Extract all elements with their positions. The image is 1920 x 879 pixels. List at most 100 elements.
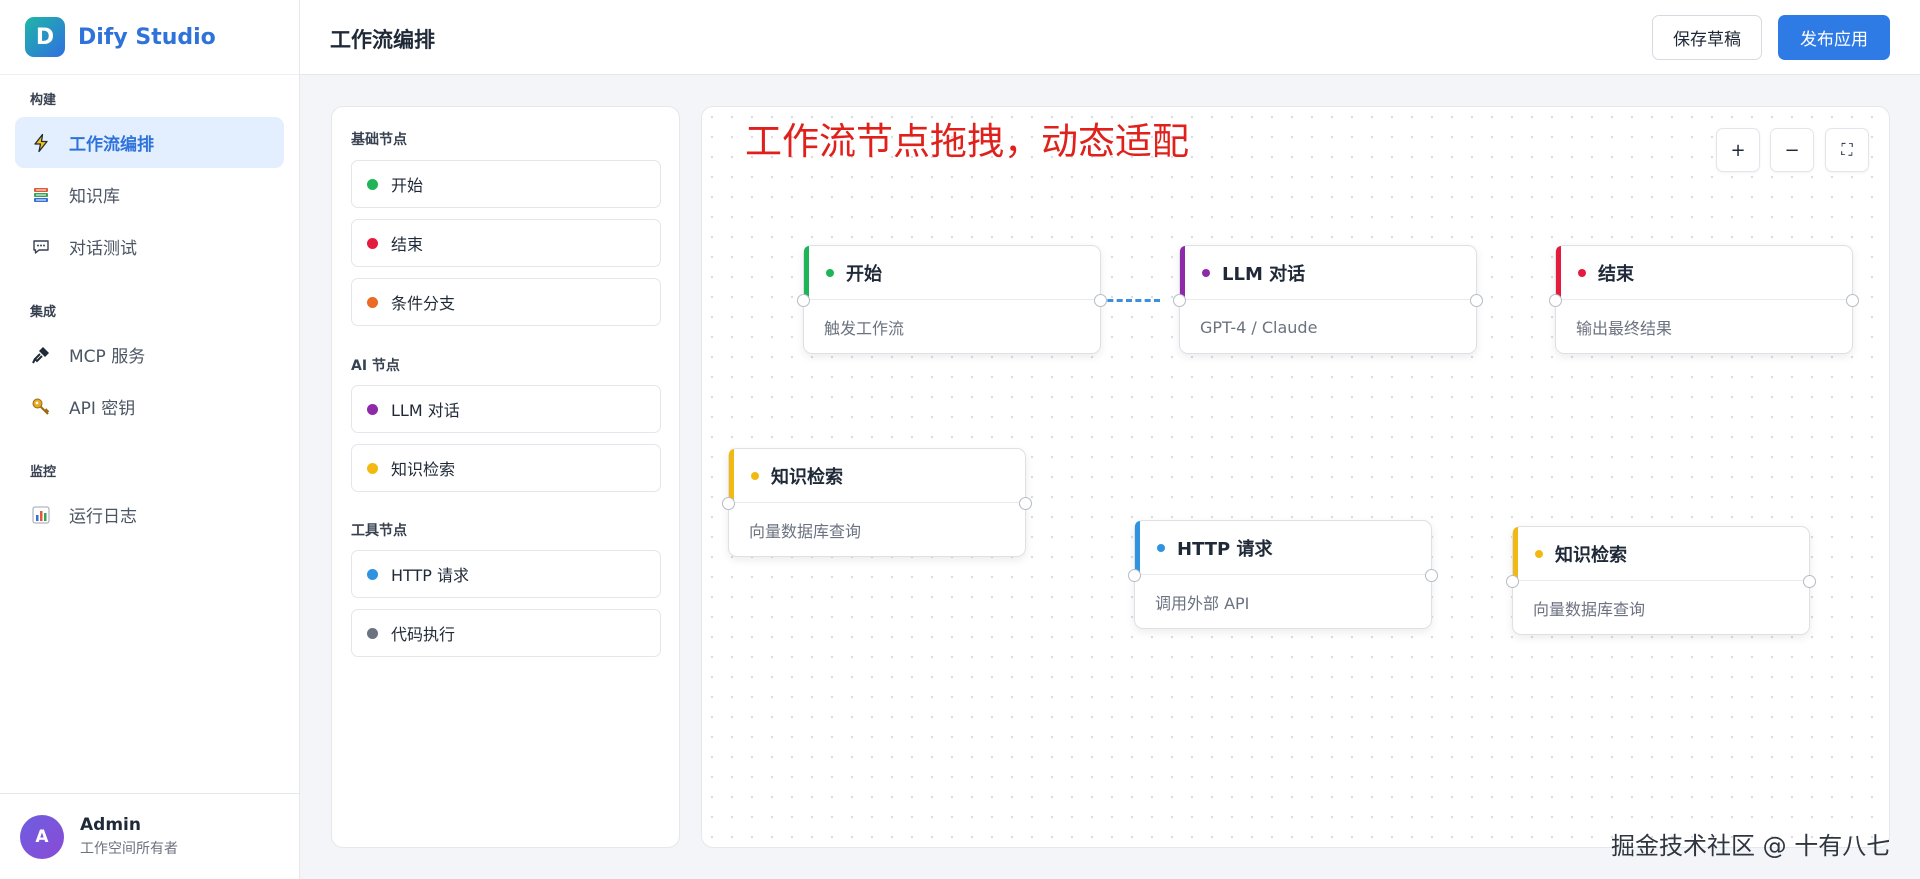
sidebar-item-label: 工作流编排 [69, 135, 154, 155]
user-name: Admin [80, 815, 141, 835]
overlay-title: 工作流节点拖拽，动态适配 [745, 120, 1189, 163]
input-port[interactable] [722, 497, 735, 510]
palette-section-tools: 工具节点 [351, 523, 407, 539]
sidebar-item-chat-test[interactable]: 对话测试 [15, 221, 284, 272]
node-subtitle: 向量数据库查询 [749, 522, 862, 541]
edge-start-llm[interactable] [1098, 299, 1160, 302]
node-header: 知识检索 [729, 449, 1025, 503]
sidebar-item-mcp[interactable]: MCP 服务 [15, 329, 284, 380]
node-subtitle: 输出最终结果 [1576, 319, 1673, 338]
node-title: 结束 [1598, 263, 1634, 285]
status-dot [367, 296, 378, 308]
palette-section-basic: 基础节点 [351, 132, 407, 148]
output-port[interactable] [1425, 569, 1438, 582]
palette-item-code[interactable]: 代码执行 [351, 609, 661, 657]
sidebar-item-label: MCP 服务 [69, 347, 146, 367]
workflow-node-knowledge-retrieval[interactable]: 知识检索 向量数据库查询 [722, 448, 1032, 557]
status-dot [1578, 268, 1586, 277]
palette-item-condition[interactable]: 条件分支 [351, 278, 661, 326]
status-dot [751, 471, 759, 480]
user-profile[interactable]: A Admin 工作空间所有者 [0, 793, 299, 879]
palette-item-label: 知识检索 [391, 460, 456, 479]
nav-group-integration: 集成 [30, 305, 57, 320]
node-title: 开始 [846, 263, 882, 285]
palette-item-end[interactable]: 结束 [351, 219, 661, 267]
zoom-in-button[interactable]: + [1716, 128, 1760, 172]
node-subtitle: GPT-4 / Claude [1200, 317, 1318, 337]
node-color-bar [1180, 246, 1185, 300]
node-header: 开始 [804, 246, 1100, 300]
brand[interactable]: D Dify Studio [0, 0, 299, 75]
status-dot [1535, 549, 1543, 558]
sidebar-item-logs[interactable]: 运行日志 [15, 489, 284, 540]
status-dot [826, 268, 834, 277]
input-port[interactable] [1549, 294, 1562, 307]
status-dot [1202, 268, 1210, 277]
output-port[interactable] [1846, 294, 1859, 307]
status-dot [367, 627, 378, 639]
lightning-icon [30, 132, 52, 154]
node-color-bar [729, 449, 734, 503]
output-port[interactable] [1019, 497, 1032, 510]
avatar: A [20, 814, 64, 859]
palette-item-label: HTTP 请求 [391, 566, 470, 585]
zoom-out-button[interactable]: − [1770, 128, 1814, 172]
node-header: 结束 [1556, 246, 1852, 300]
sidebar-item-knowledge[interactable]: 知识库 [15, 169, 284, 220]
node-subtitle: 调用外部 API [1155, 594, 1250, 613]
header: 工作流编排 保存草稿 发布应用 [300, 0, 1920, 75]
chat-bubble-icon [30, 236, 52, 258]
status-dot [367, 237, 378, 249]
workflow-node-end[interactable]: 结束 输出最终结果 [1549, 245, 1859, 354]
input-port[interactable] [1506, 575, 1519, 588]
save-draft-button[interactable]: 保存草稿 [1652, 15, 1762, 60]
status-dot [367, 462, 378, 474]
key-icon [30, 396, 52, 418]
sidebar-item-label: 运行日志 [69, 507, 137, 527]
node-color-bar [1513, 527, 1518, 581]
palette-item-start[interactable]: 开始 [351, 160, 661, 208]
palette-item-label: 开始 [391, 176, 424, 195]
publish-button[interactable]: 发布应用 [1778, 15, 1890, 60]
node-title: LLM 对话 [1222, 263, 1306, 285]
brand-logo: D [25, 17, 65, 57]
node-subtitle: 触发工作流 [824, 319, 905, 338]
input-port[interactable] [1173, 294, 1186, 307]
output-port[interactable] [1803, 575, 1816, 588]
workflow-node-start[interactable]: 开始 触发工作流 [797, 245, 1107, 354]
palette-item-label: 代码执行 [391, 625, 456, 644]
palette-item-label: 条件分支 [391, 294, 456, 313]
node-title: 知识检索 [1555, 544, 1627, 566]
watermark: 掘金技术社区 @ 十有八七 [1611, 832, 1891, 860]
node-title: 知识检索 [771, 466, 843, 488]
workflow-node-http[interactable]: HTTP 请求 调用外部 API [1128, 520, 1438, 629]
status-dot [367, 568, 378, 580]
output-port[interactable] [1470, 294, 1483, 307]
sidebar-item-label: API 密钥 [69, 399, 136, 419]
bar-chart-icon [30, 504, 52, 526]
palette-item-knowledge-retrieval[interactable]: 知识检索 [351, 444, 661, 492]
palette-item-label: 结束 [391, 235, 424, 254]
status-dot [367, 178, 378, 190]
palette-item-http[interactable]: HTTP 请求 [351, 550, 661, 598]
sidebar-item-workflow[interactable]: 工作流编排 [15, 117, 284, 168]
user-info: Admin 工作空间所有者 [80, 815, 178, 858]
workflow-canvas[interactable]: 工作流节点拖拽，动态适配 + − ⛶ 开始 触发工作流 LLM 对话 GPT-4… [701, 106, 1890, 848]
plug-icon [30, 344, 52, 366]
node-color-bar [1556, 246, 1561, 300]
node-header: HTTP 请求 [1135, 521, 1431, 575]
sidebar: D Dify Studio 构建 工作流编排 [0, 0, 300, 879]
palette-item-llm[interactable]: LLM 对话 [351, 385, 661, 433]
workflow-node-llm[interactable]: LLM 对话 GPT-4 / Claude [1173, 245, 1483, 354]
node-title: HTTP 请求 [1177, 538, 1273, 560]
sidebar-item-api-keys[interactable]: API 密钥 [15, 381, 284, 432]
node-palette: 基础节点 开始 结束 条件分支 AI 节点 LLM 对话 知识检索 工具节点 H… [331, 106, 680, 848]
palette-item-label: LLM 对话 [391, 401, 460, 420]
fit-view-button[interactable]: ⛶ [1825, 128, 1869, 172]
books-icon [30, 184, 52, 206]
output-port[interactable] [1094, 294, 1107, 307]
sidebar-item-label: 知识库 [69, 187, 120, 207]
workflow-node-knowledge-retrieval-2[interactable]: 知识检索 向量数据库查询 [1506, 526, 1816, 635]
input-port[interactable] [1128, 569, 1141, 582]
input-port[interactable] [797, 294, 810, 307]
